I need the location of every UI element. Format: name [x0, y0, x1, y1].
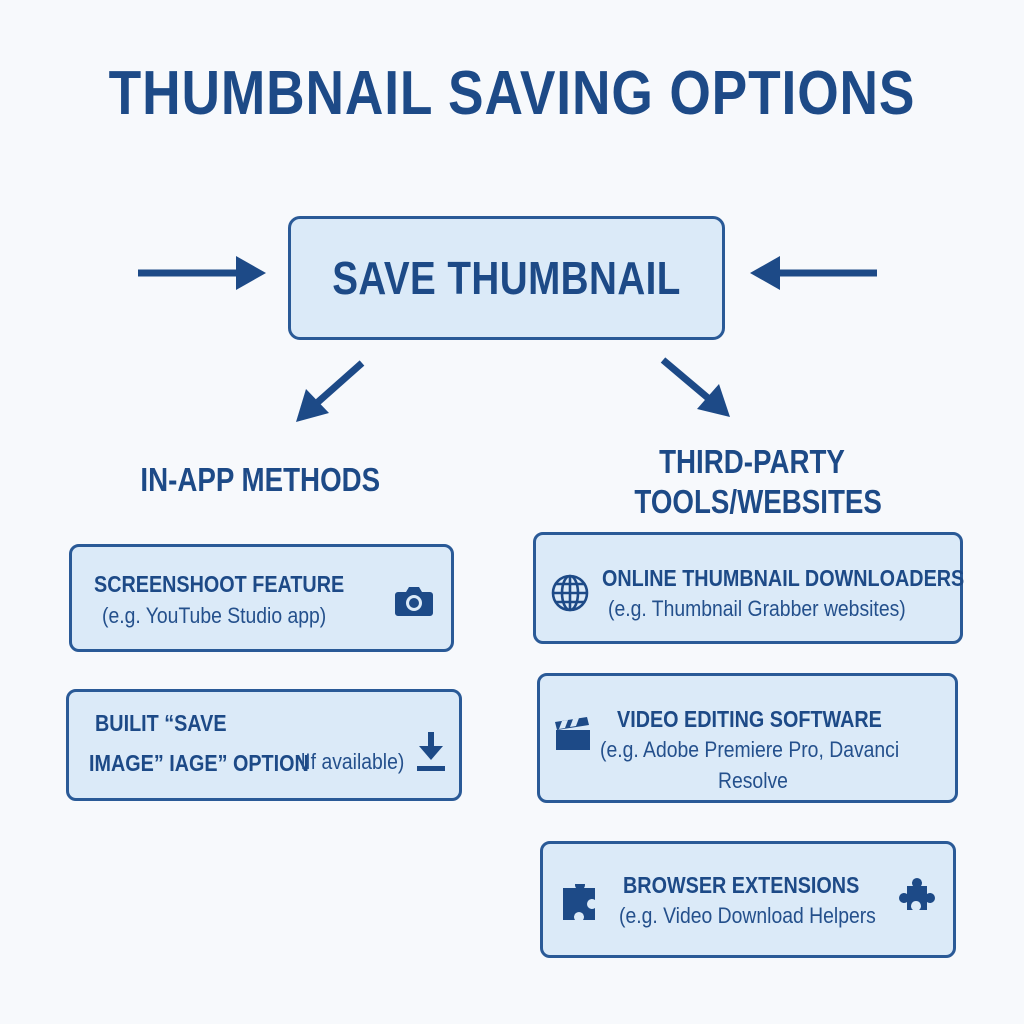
puzzle-icon [563, 884, 595, 920]
download-icon [417, 732, 445, 771]
card-title: BROWSER EXTENSIONS [623, 872, 860, 898]
save-thumbnail-box: SAVE THUMBNAIL [288, 216, 725, 340]
card-subtitle-line1: (e.g. Adobe Premiere Pro, Davanci [600, 737, 900, 762]
arrow-out-left-head [296, 389, 329, 422]
arrow-out-right [660, 357, 711, 401]
third-party-heading: THIRD-PARTY TOOLS/WEBSITES [634, 443, 882, 520]
card-title: SCREENSHOOT FEATURE [94, 571, 345, 597]
card-subtitle: (e.g. Thumbnail Grabber websites) [608, 596, 906, 621]
card-title: ONLINE THUMBNAIL DOWNLOADERS [602, 565, 965, 591]
save-image-option-card: BUILIT “SAVE IMAGE” IAGE” OPTION lIf ava… [66, 689, 462, 801]
clapperboard-icon [555, 717, 590, 750]
arrow-out-left [315, 360, 365, 405]
card-suffix: lIf available) [301, 749, 405, 774]
card-subtitle: (e.g. Video Download Helpers [619, 903, 876, 928]
camera-icon [395, 587, 433, 616]
online-downloaders-card: ONLINE THUMBNAIL DOWNLOADERS (e.g. Thumb… [533, 532, 965, 644]
arrow-out-right-head [697, 384, 730, 417]
card-subtitle-line2: Resolve [718, 768, 788, 793]
page-title: THUMBNAIL SAVING OPTIONS [108, 59, 916, 128]
globe-icon [551, 574, 589, 612]
card-title: VIDEO EDITING SOFTWARE [617, 706, 882, 732]
video-editing-card: VIDEO EDITING SOFTWARE (e.g. Adobe Premi… [537, 673, 958, 803]
screenshot-feature-card: SCREENSHOOT FEATURE (e.g. YouTube Studio… [69, 544, 454, 652]
arrow-in-right-head [750, 256, 780, 290]
arrow-in-left-head [236, 256, 266, 290]
in-app-methods-heading: IN-APP METHODS [140, 461, 381, 498]
card-title-line1: BUILIT “SAVE [95, 710, 227, 736]
save-thumbnail-label: SAVE THUMBNAIL [332, 252, 681, 304]
browser-extensions-card: BROWSER EXTENSIONS (e.g. Video Download … [540, 841, 956, 958]
card-title-line2: IMAGE” IAGE” OPTION [89, 750, 309, 776]
puzzle-piece-icon [899, 878, 935, 910]
card-subtitle: (e.g. YouTube Studio app) [102, 603, 327, 628]
